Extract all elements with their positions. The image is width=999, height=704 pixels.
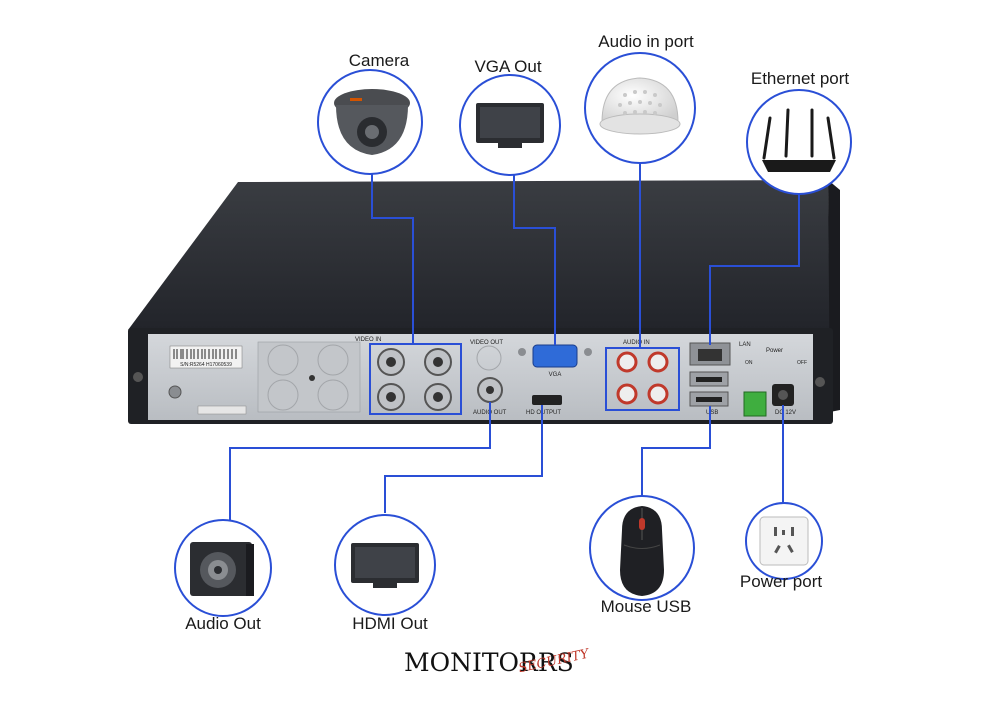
knockout-4 — [317, 379, 349, 411]
audio-out-device — [174, 519, 272, 617]
hd-output-label: HD OUTPUT — [526, 410, 561, 416]
knockout-1 — [267, 344, 299, 376]
video-out-knockout — [476, 345, 502, 371]
terminal-block — [743, 391, 767, 417]
knockout-2 — [317, 344, 349, 376]
ethernet-port-label: Ethernet port — [750, 69, 850, 88]
panel-hole — [309, 375, 315, 381]
rca-port-4 — [647, 383, 669, 405]
panel-screw-left — [133, 372, 143, 382]
audio-in-label: AUDIO IN — [623, 340, 650, 346]
power-outlet-icon — [759, 516, 809, 566]
monitor-icon — [351, 543, 419, 588]
dvr-unit: S/N:R5264 H17060539 VIDEO IN VIDEO OUT A… — [128, 180, 840, 424]
audio-in-highlight — [605, 347, 680, 411]
video-in-bnc-ports — [377, 348, 452, 411]
camera-connector — [371, 170, 414, 344]
vga-screw-right — [584, 348, 592, 356]
audio-out-connector — [229, 402, 491, 528]
video-out-label: VIDEO OUT — [470, 340, 503, 346]
lan-label: LAN — [739, 342, 751, 348]
video-in-highlight — [369, 343, 462, 415]
rca-port-1 — [616, 351, 638, 373]
panel-screw-right — [815, 377, 825, 387]
power-off-label: OFF — [797, 360, 807, 366]
monitor-icon — [476, 103, 544, 148]
router-icon — [762, 108, 836, 172]
blank-plate — [257, 341, 361, 413]
hdmi-out-label: HDMI Out — [352, 614, 428, 633]
hdmi-port — [532, 395, 562, 405]
rca-port-3 — [616, 383, 638, 405]
usb-label: USB — [706, 410, 718, 416]
speaker-icon — [190, 542, 254, 596]
rca-port-2 — [647, 351, 669, 373]
power-port-label: Power port — [739, 572, 823, 591]
dvr-top-cover — [128, 180, 830, 330]
power-on-label: ON — [745, 360, 753, 366]
connector-lines — [229, 162, 800, 528]
camera-label: Camera — [348, 51, 410, 70]
camera-icon — [334, 89, 410, 155]
hdmi-connector — [384, 405, 543, 513]
vga-port — [532, 344, 578, 368]
power-switch-label: Power — [766, 348, 783, 354]
serial-barcode-icon — [173, 349, 237, 359]
brand-logo: MONITORRS — [404, 648, 574, 677]
vga-label: VGA — [549, 372, 562, 378]
audio-in-device — [584, 52, 696, 164]
camera-device — [317, 69, 423, 175]
audio-in-port-label: Audio in port — [598, 32, 694, 51]
audio-out-label-text: Audio Out — [185, 614, 261, 633]
mouse-icon — [620, 506, 664, 596]
vga-screw-left — [518, 348, 526, 356]
ethernet-device — [746, 89, 852, 195]
serial-text: S/N:R5264 H17060539 — [180, 362, 232, 368]
ethernet-connector — [709, 175, 800, 345]
vga-monitor-device — [459, 74, 561, 176]
audio-in-rca-ports — [616, 351, 669, 405]
ethernet-circle — [746, 89, 852, 195]
ground-sticker — [197, 405, 247, 415]
ground-screw — [168, 385, 182, 399]
mouse-device — [589, 495, 695, 601]
video-in-label: VIDEO IN — [355, 337, 381, 343]
knockout-3 — [267, 379, 299, 411]
hdmi-monitor-device — [334, 514, 436, 616]
power-device — [745, 502, 823, 580]
vga-connector — [513, 175, 556, 345]
vga-out-label: VGA Out — [474, 57, 542, 76]
microphone-icon — [599, 77, 681, 135]
mouse-usb-label: Mouse USB — [600, 597, 692, 616]
mouse-connector — [641, 406, 711, 500]
dc-label: DC 12V — [775, 410, 796, 416]
